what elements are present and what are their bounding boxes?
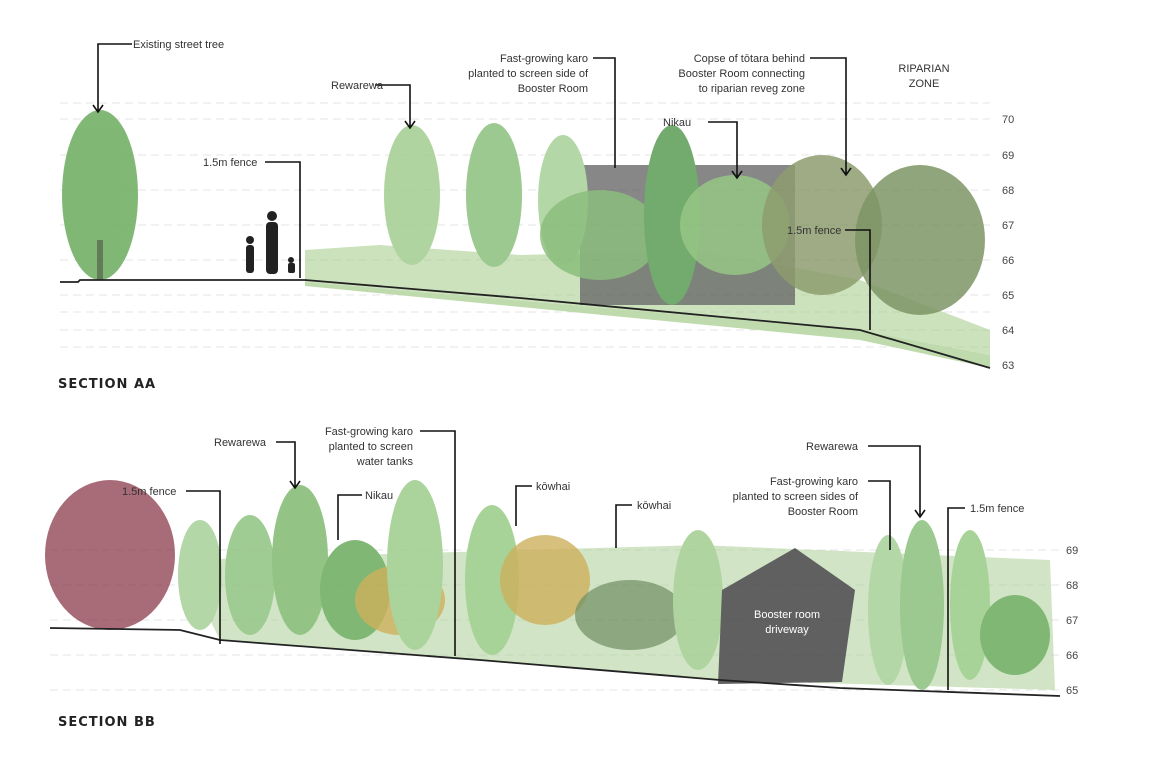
booster-room [718, 548, 855, 684]
elevation-label: 65 [1002, 290, 1014, 302]
label-karo-booster: Fast-growing karo [770, 476, 858, 488]
ground-line [60, 279, 991, 369]
label-fence: 1.5m fence [787, 225, 841, 237]
fence-line [265, 161, 301, 278]
elevation-label: 66 [1002, 255, 1014, 267]
label-rewarewa: Rewarewa [806, 441, 859, 453]
elevation-label: 70 [1002, 114, 1014, 126]
totara-tree [855, 165, 985, 315]
tree [465, 505, 519, 655]
label-fence: 1.5m fence [203, 157, 257, 169]
section-aa: 70 69 68 67 66 65 64 63 [58, 39, 1014, 392]
tree [225, 515, 275, 635]
tree [466, 123, 522, 267]
rewarewa-tree [384, 125, 440, 265]
elevation-label: 63 [1002, 360, 1014, 372]
label-totara: to riparian reveg zone [699, 83, 805, 95]
elevation-labels: 70 69 68 67 66 65 64 63 [1002, 114, 1014, 372]
label-totara: Copse of tōtara behind [694, 53, 805, 65]
ground-line [49, 627, 1061, 697]
section-bb-title: SECTION BB [58, 715, 156, 730]
leader-arrow [868, 445, 926, 519]
tree [673, 530, 723, 670]
section-aa-title: SECTION AA [58, 377, 156, 392]
elevation-label: 67 [1066, 615, 1078, 627]
elevation-label: 68 [1002, 185, 1014, 197]
label-nikau: Nikau [663, 117, 691, 129]
label-karo: Booster Room [518, 83, 588, 95]
leader-line [615, 504, 632, 548]
label-karo: Fast-growing karo [500, 53, 588, 65]
label-karo-booster: Booster Room [788, 506, 858, 518]
elevation-labels: 69 68 67 66 65 [1066, 545, 1078, 697]
planting-bb [45, 480, 1055, 690]
planting-aa [62, 110, 990, 368]
groundcover [305, 282, 990, 368]
street-tree [62, 110, 138, 280]
people-figures [246, 211, 295, 274]
leader-arrow [708, 121, 743, 180]
leader-arrow [810, 57, 852, 177]
label-fence-left: 1.5m fence [122, 486, 176, 498]
leader-arrow [375, 84, 416, 130]
label-nikau: Nikau [365, 490, 393, 502]
rewarewa-tree [900, 520, 944, 690]
fence-line [947, 507, 965, 690]
leader-line [868, 480, 891, 550]
fence-line [845, 229, 871, 330]
label-karo-tanks: planted to screen [329, 441, 413, 453]
label-rewarewa: Rewarewa [214, 437, 267, 449]
label-karo-tanks: water tanks [356, 456, 414, 468]
elevation-label: 69 [1002, 150, 1014, 162]
label-riparian-zone: RIPARIAN [898, 63, 949, 75]
tree [387, 480, 443, 650]
label-riparian-zone: ZONE [909, 78, 940, 90]
tree [644, 125, 700, 305]
shrub [575, 580, 685, 650]
label-fence-right: 1.5m fence [970, 503, 1024, 515]
leader-line [515, 485, 532, 526]
label-rewarewa: Rewarewa [331, 80, 384, 92]
tree [950, 530, 990, 680]
annotations-aa: Existing street tree Rewarewa 1.5m fence… [92, 39, 950, 330]
label-totara: Booster Room connecting [678, 68, 805, 80]
leader-line [420, 430, 456, 656]
booster-room-label: driveway [765, 624, 809, 636]
elevation-label: 64 [1002, 325, 1014, 337]
fence-line [186, 490, 221, 644]
label-karo-booster: planted to screen sides of [733, 491, 859, 503]
tree-trunk [97, 240, 103, 280]
nikau-palm [680, 175, 790, 275]
karo-tree [868, 535, 908, 685]
karo-shrub [540, 190, 660, 280]
kowhai-tree [500, 535, 590, 625]
label-karo-tanks: Fast-growing karo [325, 426, 413, 438]
shrub [980, 595, 1050, 675]
elevation-label: 68 [1066, 580, 1078, 592]
label-existing-street-tree: Existing street tree [133, 39, 224, 51]
tree [178, 520, 222, 630]
elevation-label: 67 [1002, 220, 1014, 232]
totara-tree [762, 155, 882, 295]
leader-arrow [276, 441, 301, 490]
leader-arrow [92, 43, 132, 114]
label-kowhai: kōwhai [536, 481, 570, 493]
annotations-bb: 1.5m fence Rewarewa Fast-growing karo pl… [122, 426, 1024, 690]
elevation-label: 69 [1066, 545, 1078, 557]
section-bb: 69 68 67 66 65 Booster room drive [45, 426, 1078, 730]
booster-room-label: Booster room [754, 609, 820, 621]
leader-line [593, 57, 616, 168]
elevation-label: 65 [1066, 685, 1078, 697]
label-karo: planted to screen side of [468, 68, 589, 80]
maroon-shrub [45, 480, 175, 630]
rewarewa-tree [272, 485, 328, 635]
leader-line [337, 494, 362, 540]
elevation-label: 66 [1066, 650, 1078, 662]
label-kowhai: kōwhai [637, 500, 671, 512]
